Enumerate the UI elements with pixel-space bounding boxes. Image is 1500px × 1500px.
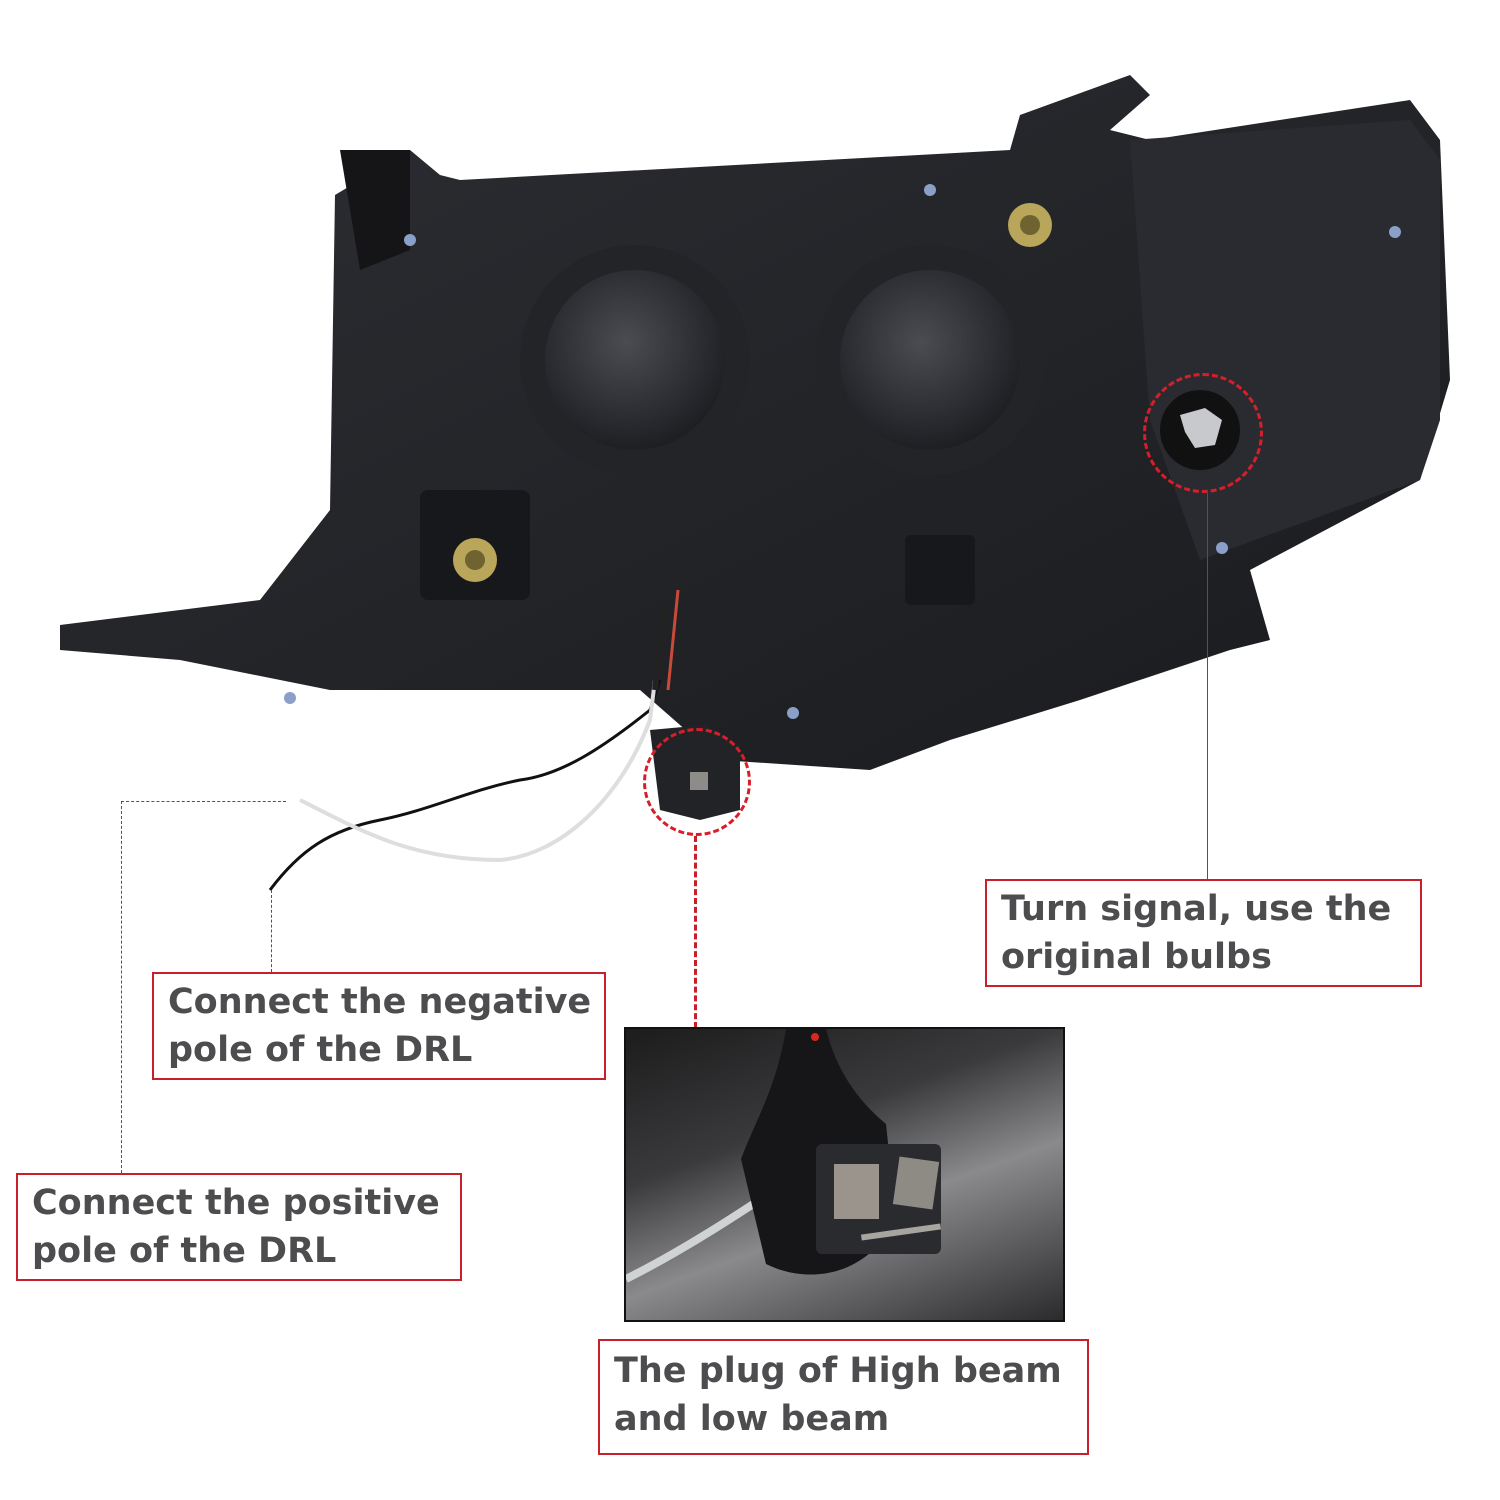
plug-highlight-circle xyxy=(643,728,751,836)
turn-signal-callout-line2: original bulbs xyxy=(1001,937,1272,977)
beam-plug-callout: The plug of High beam and low beam xyxy=(598,1339,1089,1455)
beam-plug-callout-line1: The plug of High beam xyxy=(614,1351,1062,1391)
positive-leader-line-v xyxy=(121,801,122,1173)
negative-leader-line xyxy=(271,890,272,972)
positive-drl-callout: Connect the positive pole of the DRL xyxy=(16,1173,462,1281)
turn-signal-callout: Turn signal, use the original bulbs xyxy=(985,879,1422,987)
positive-leader-line-h xyxy=(121,801,286,802)
turn-signal-leader-line xyxy=(1207,493,1208,879)
positive-drl-callout-line2: pole of the DRL xyxy=(32,1231,337,1271)
beam-plug-callout-line2: and low beam xyxy=(614,1399,890,1439)
negative-drl-callout: Connect the negative pole of the DRL xyxy=(152,972,606,1080)
plug-leader-line xyxy=(694,836,697,1028)
plug-closeup-photo xyxy=(624,1027,1065,1322)
negative-drl-callout-line1: Connect the negative xyxy=(168,982,592,1022)
turn-signal-highlight-circle xyxy=(1143,373,1263,493)
negative-drl-callout-line2: pole of the DRL xyxy=(168,1030,473,1070)
positive-drl-callout-line1: Connect the positive xyxy=(32,1183,440,1223)
turn-signal-callout-line1: Turn signal, use the xyxy=(1001,889,1392,929)
plug-closeup-illustration xyxy=(626,1029,942,1283)
